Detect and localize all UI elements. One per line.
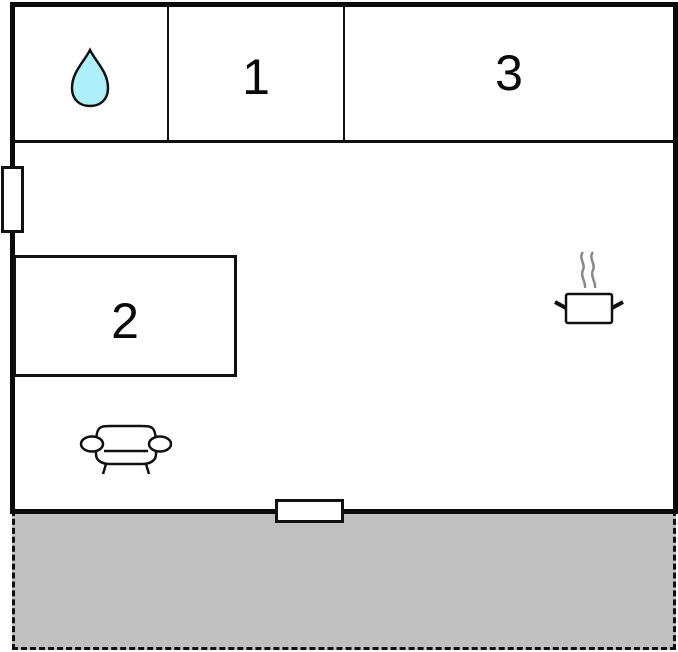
room-2-label: 2 [111,293,139,349]
window-left [1,166,24,233]
wall-room1-room3 [343,4,345,142]
water-drop-icon [70,47,110,108]
room-3: 3 [345,6,673,140]
room-3-label: 3 [495,45,523,101]
room-1-label: 1 [242,49,270,105]
sofa-icon [79,424,173,475]
cooking-pot-icon [554,251,624,325]
room-1: 1 [169,6,343,140]
terrace-area [12,510,676,650]
room-2: 2 [13,255,237,377]
wall-bath-room1 [167,4,169,142]
room-bathroom [14,6,167,140]
door-terrace [275,499,344,523]
